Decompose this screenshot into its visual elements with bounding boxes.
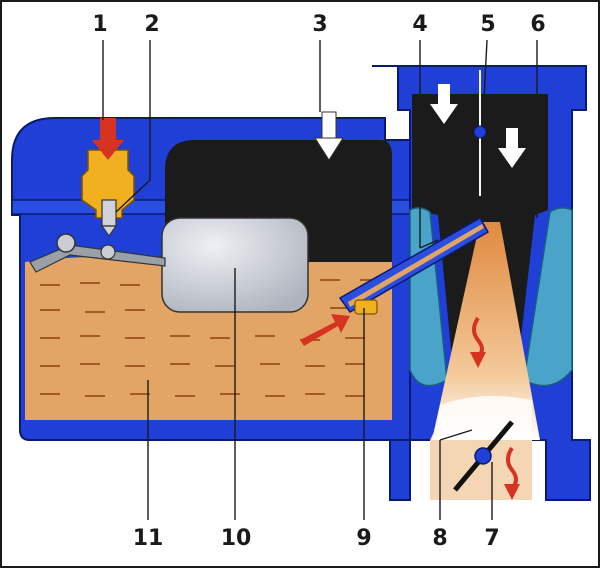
label-11: 11 bbox=[132, 526, 164, 551]
mixture-flow-arrows bbox=[470, 316, 520, 500]
needle-valve bbox=[100, 199, 118, 238]
air-damper-pivot bbox=[473, 125, 487, 139]
label-1: 1 bbox=[92, 12, 108, 37]
label-6: 6 bbox=[530, 12, 546, 37]
throttle-valve bbox=[453, 420, 514, 492]
label-5: 5 bbox=[480, 12, 496, 37]
fuel-flow-arrow bbox=[300, 314, 350, 346]
leader-lines bbox=[102, 39, 538, 520]
label-8: 8 bbox=[432, 526, 448, 551]
mixture-mist bbox=[436, 396, 532, 440]
float-lever bbox=[29, 233, 166, 273]
fuel-inlet-fitting bbox=[81, 118, 135, 219]
label-3: 3 bbox=[312, 12, 328, 37]
label-2: 2 bbox=[144, 12, 160, 37]
label-7: 7 bbox=[484, 526, 500, 551]
air-inlet-arrow-3 bbox=[314, 111, 344, 161]
label-4: 4 bbox=[412, 12, 428, 37]
fuel-jet bbox=[354, 299, 378, 315]
mixture-spray bbox=[432, 222, 540, 440]
air-arrows-mixing bbox=[430, 84, 526, 168]
label-10: 10 bbox=[220, 526, 252, 551]
sprayer-tube bbox=[338, 216, 490, 313]
label-9: 9 bbox=[356, 526, 372, 551]
